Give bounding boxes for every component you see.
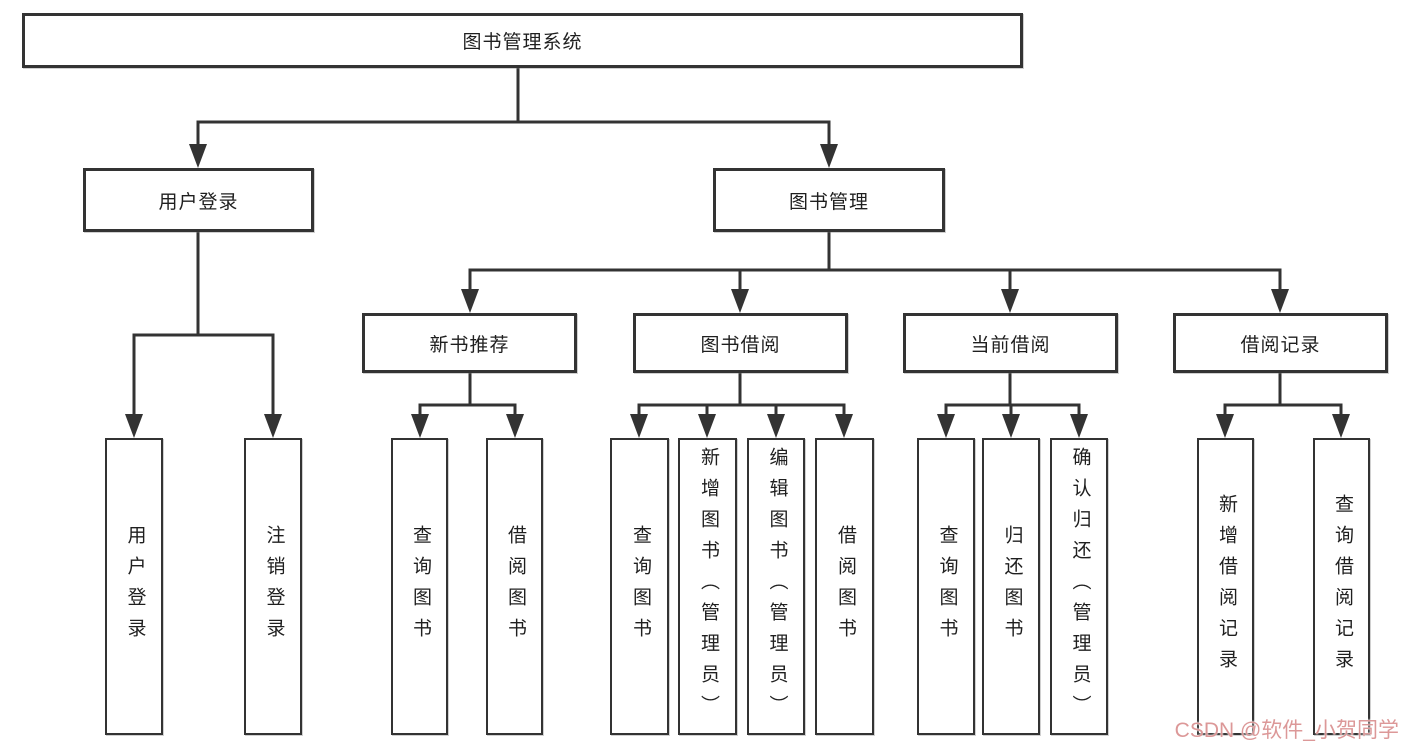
leaf-label: 查询借阅记录 xyxy=(1331,493,1353,680)
leaf-label: 查询图书 xyxy=(409,524,431,649)
leaf-label: 借阅图书 xyxy=(834,524,856,649)
leaf-label: 归还图书 xyxy=(1001,524,1023,649)
leaf-logout: 注销登录 xyxy=(244,438,302,735)
node-user-login: 用户登录 xyxy=(83,168,314,232)
node-label: 借阅记录 xyxy=(1240,334,1321,356)
leaf-add-borrow-record: 新增借阅记录 xyxy=(1197,438,1254,735)
leaf-label: 新增图书（管理员） xyxy=(697,447,719,726)
node-library-system: 图书管理系统 xyxy=(22,13,1023,68)
leaf-label: 确认归还（管理员） xyxy=(1069,447,1091,726)
leaf-query-books-borrowing: 查询图书 xyxy=(610,438,669,735)
leaf-user-login: 用户登录 xyxy=(105,438,163,735)
leaf-label: 编辑图书（管理员） xyxy=(766,447,788,726)
leaf-add-book-admin: 新增图书（管理员） xyxy=(678,438,737,735)
node-borrowing-records: 借阅记录 xyxy=(1173,313,1388,373)
leaf-query-books-current: 查询图书 xyxy=(917,438,975,735)
node-label: 图书借阅 xyxy=(700,334,781,356)
leaf-confirm-return-admin: 确认归还（管理员） xyxy=(1050,438,1108,735)
leaf-label: 新增借阅记录 xyxy=(1215,493,1237,680)
leaf-query-borrow-record: 查询借阅记录 xyxy=(1313,438,1370,735)
leaf-label: 查询图书 xyxy=(936,524,958,649)
leaf-borrow-books-recommend: 借阅图书 xyxy=(486,438,543,735)
node-label: 图书管理 xyxy=(788,191,869,213)
leaf-borrow-books: 借阅图书 xyxy=(815,438,874,735)
leaf-query-books-recommend: 查询图书 xyxy=(391,438,448,735)
leaf-label: 借阅图书 xyxy=(504,524,526,649)
leaf-label: 查询图书 xyxy=(629,524,651,649)
node-current-borrowing: 当前借阅 xyxy=(903,313,1118,373)
leaf-return-books: 归还图书 xyxy=(982,438,1040,735)
leaf-label: 注销登录 xyxy=(263,524,285,649)
leaf-label: 用户登录 xyxy=(124,524,146,649)
node-label: 新书推荐 xyxy=(429,334,510,356)
csdn-watermark: CSDN @软件_小贺同学 xyxy=(1174,719,1399,742)
node-label: 当前借阅 xyxy=(970,334,1051,356)
node-book-borrowing: 图书借阅 xyxy=(633,313,848,373)
node-label: 图书管理系统 xyxy=(462,32,583,53)
node-book-management: 图书管理 xyxy=(713,168,945,232)
leaf-edit-book-admin: 编辑图书（管理员） xyxy=(747,438,805,735)
node-new-book-recommend: 新书推荐 xyxy=(362,313,577,373)
node-label: 用户登录 xyxy=(158,191,239,213)
